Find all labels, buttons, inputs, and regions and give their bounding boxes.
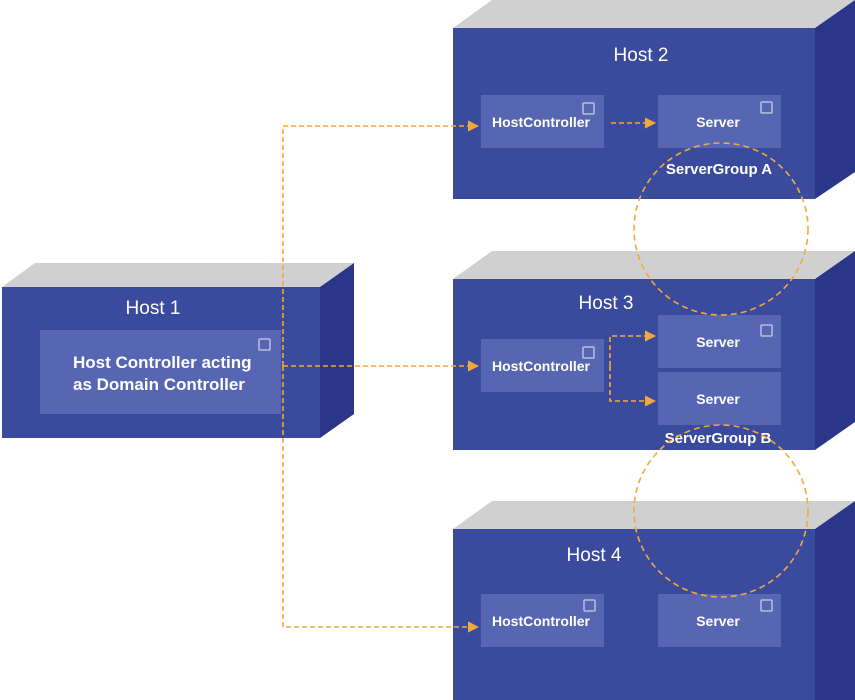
- square-icon: [760, 599, 773, 612]
- host-4-side: [815, 501, 855, 700]
- connector-dc-to-host2: [282, 120, 480, 366]
- host-2-hostcontroller-label: HostController: [492, 114, 591, 130]
- host-4-server-label: Server: [696, 613, 740, 629]
- domain-controller-box[interactable]: [40, 330, 281, 414]
- host-4-title: Host 4: [567, 545, 622, 566]
- host-2-side: [815, 0, 855, 199]
- host-3-server-2[interactable]: [658, 372, 781, 425]
- server-group-a-ring: [633, 142, 809, 316]
- square-icon: [760, 324, 773, 337]
- host-4-top: [453, 501, 855, 529]
- domain-controller-label-2: as Domain Controller: [73, 375, 245, 394]
- server-group-b-label: ServerGroup B: [665, 430, 772, 447]
- host-1-top: [2, 263, 354, 287]
- host-3-title: Host 3: [579, 293, 634, 314]
- connector-host3-hc-to-server-2: [609, 366, 657, 407]
- square-icon: [583, 599, 596, 612]
- host-2-server-label: Server: [696, 114, 740, 130]
- host-4: Host 4 HostController Server: [453, 501, 855, 700]
- square-icon: [582, 346, 595, 359]
- connector-host3-hc-to-server-1: [609, 330, 657, 366]
- host-2-title: Host 2: [614, 45, 669, 66]
- host-3-server-1[interactable]: [658, 315, 781, 368]
- square-icon: [760, 101, 773, 114]
- host-2-top: [453, 0, 855, 28]
- server-group-b-ring: [633, 424, 809, 598]
- host-3-side: [815, 251, 855, 450]
- host-3-server-1-label: Server: [696, 334, 740, 350]
- host-1-side: [320, 263, 354, 438]
- host-3-server-2-label: Server: [696, 391, 740, 407]
- host-4-hostcontroller-label: HostController: [492, 613, 591, 629]
- host-1-title: Host 1: [126, 298, 181, 319]
- host-3-hostcontroller-label: HostController: [492, 358, 591, 374]
- host-3-top: [453, 251, 855, 279]
- host-2: Host 2 HostController Server ServerGroup…: [453, 0, 855, 199]
- host-3: Host 3 HostController Server Server Serv…: [453, 251, 855, 450]
- domain-controller-label-1: Host Controller acting: [73, 353, 252, 372]
- connector-dc-to-host4: [282, 366, 480, 633]
- square-icon: [582, 102, 595, 115]
- square-icon: [258, 338, 271, 351]
- server-group-a-label: ServerGroup A: [666, 161, 772, 178]
- host-1: Host 1 Host Controller acting as Domain …: [2, 263, 354, 438]
